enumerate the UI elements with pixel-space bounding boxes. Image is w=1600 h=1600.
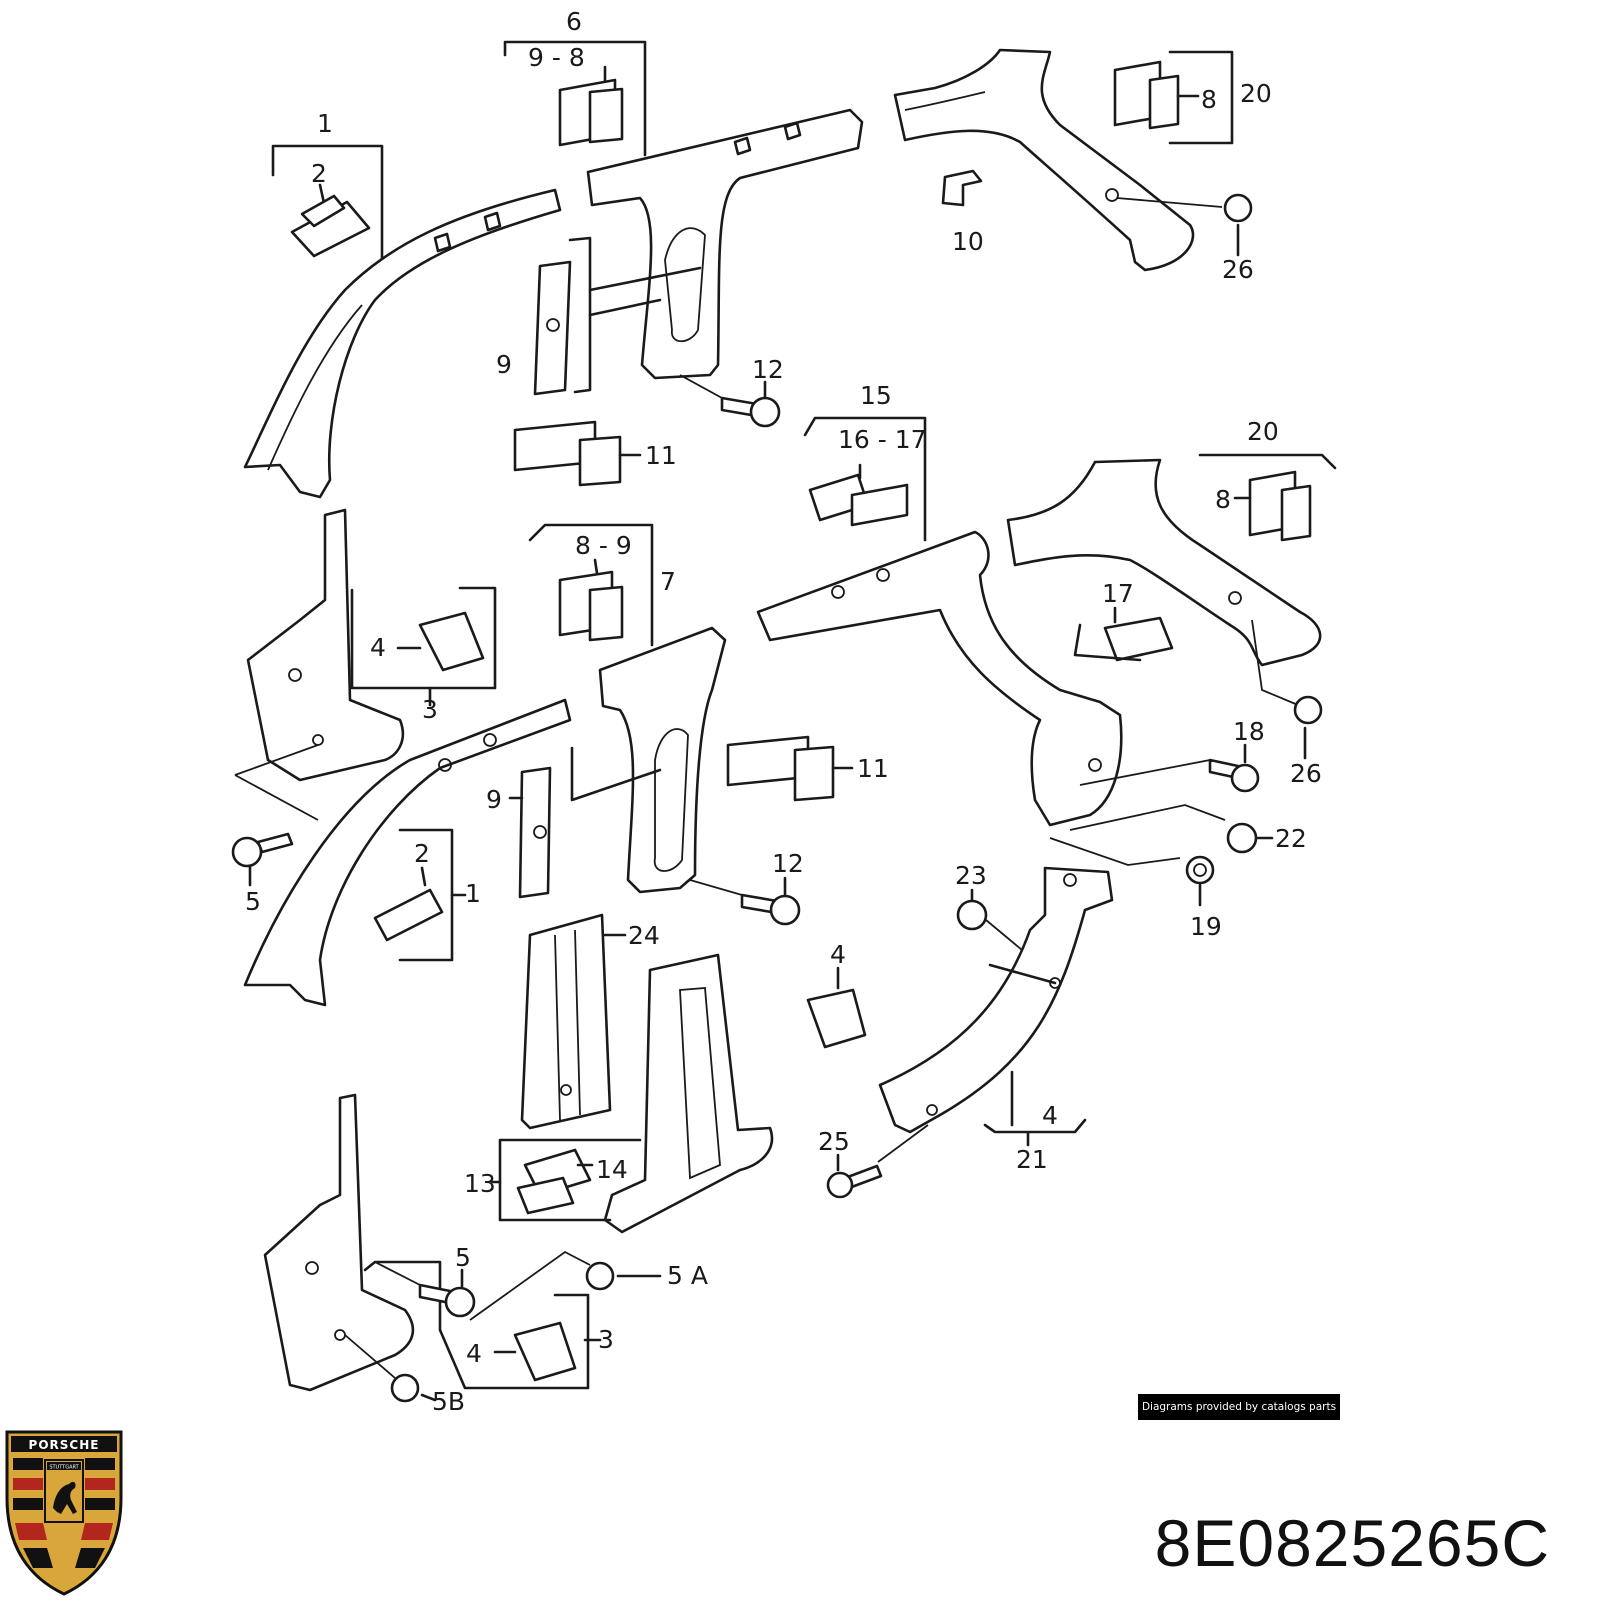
b-pillar-lower	[498, 953, 774, 1234]
callout-19: 19	[1190, 912, 1222, 941]
b-pillar-trim-mid	[570, 626, 727, 894]
callout-16-17: 16 - 17	[838, 425, 927, 454]
callout-14: 14	[596, 1155, 628, 1184]
callout-11-mid: 11	[857, 754, 889, 783]
callout-8-upper: 8	[1201, 85, 1217, 114]
callout-21: 21	[1016, 1145, 1048, 1174]
callout-6: 6	[566, 7, 582, 36]
callout-1-lower: 1	[465, 879, 481, 908]
callout-9-8: 9 - 8	[528, 43, 585, 72]
a-pillar-trim-upper	[243, 144, 562, 499]
callout-20-mid: 20	[1247, 417, 1279, 446]
callout-5A: 5 A	[667, 1261, 708, 1290]
lower-trim-bottom-left	[263, 1093, 590, 1392]
callout-4-mid: 4	[370, 633, 386, 662]
clip-11-upper	[513, 420, 642, 487]
callout-7: 7	[660, 567, 676, 596]
callout-26-upper: 26	[1222, 255, 1254, 284]
callout-12-upper: 12	[752, 355, 784, 384]
clip-11-mid	[726, 735, 854, 802]
callout-3-bottom: 3	[598, 1325, 614, 1354]
c-pillar-trim-right	[1006, 453, 1337, 667]
callout-2-upper: 2	[311, 159, 327, 188]
screw-12-mid	[689, 876, 801, 926]
strip-9-mid	[508, 766, 552, 899]
plug-5A	[469, 1250, 662, 1321]
plug-26-mid	[1251, 619, 1323, 760]
callout-23: 23	[955, 861, 987, 890]
callout-18: 18	[1233, 717, 1265, 746]
callout-1-upper: 1	[317, 109, 333, 138]
screw-25	[826, 1124, 929, 1199]
callout-26-mid: 26	[1290, 759, 1322, 788]
callout-20-upper: 20	[1240, 79, 1272, 108]
callout-10: 10	[952, 227, 984, 256]
callout-17: 17	[1102, 579, 1134, 608]
callout-15: 15	[860, 381, 892, 410]
clip-4-mid	[396, 611, 485, 707]
screw-12-upper	[679, 374, 781, 428]
callout-5-bottom: 5	[455, 1243, 471, 1272]
callout-4-sill: 4	[1042, 1101, 1058, 1130]
callout-4-lower-mid: 4	[830, 940, 846, 969]
sill-trim-21	[878, 866, 1114, 1147]
nut-19	[1049, 837, 1215, 907]
clip-8-upper-right	[1113, 50, 1234, 145]
callout-2-lower: 2	[414, 839, 430, 868]
clip-17-mid	[1073, 606, 1174, 662]
b-pillar-trim-upper	[503, 40, 864, 380]
clip-4-lower-mid	[806, 966, 867, 1049]
callout-22: 22	[1275, 824, 1307, 853]
screw-22	[1069, 804, 1274, 854]
screw-5-bottom	[374, 1261, 476, 1318]
callout-13: 13	[464, 1169, 496, 1198]
clip-4-bottom	[493, 1321, 602, 1382]
callout-12-mid: 12	[772, 849, 804, 878]
c-pillar-trim-mid	[756, 416, 1123, 827]
strip-9-upper	[533, 236, 702, 396]
part-number: 8E0825265C	[1154, 1506, 1550, 1580]
callout-9-upper: 9	[496, 350, 512, 379]
callout-5B: 5B	[432, 1387, 465, 1416]
callout-9-mid: 9	[486, 785, 502, 814]
clip-8-mid-right	[1233, 470, 1312, 542]
credit-banner: Diagrams provided by catalogs parts	[1138, 1394, 1340, 1420]
callout-11-upper: 11	[645, 441, 677, 470]
screw-5-mid	[231, 744, 319, 887]
callout-3-mid: 3	[422, 695, 438, 724]
callout-5-mid: 5	[245, 887, 261, 916]
clip-89-mid	[528, 523, 654, 647]
clip-2-upper	[290, 183, 371, 258]
clip-2-lower	[373, 866, 467, 942]
callout-4-bottom: 4	[466, 1339, 482, 1368]
callout-8-9: 8 - 9	[575, 531, 632, 560]
clips-13-14	[490, 1148, 594, 1215]
c-pillar-trim-upper	[893, 48, 1195, 272]
svg-text:PORSCHE: PORSCHE	[29, 1438, 100, 1452]
trim-24	[520, 913, 627, 1130]
svg-text:STUTTGART: STUTTGART	[49, 1465, 79, 1471]
callout-25: 25	[818, 1127, 850, 1156]
callout-8-mid: 8	[1215, 485, 1231, 514]
lower-a-pillar-trim-mid	[246, 508, 497, 782]
clip-10	[941, 169, 983, 207]
plug-5B	[344, 1334, 437, 1403]
plug-26-upper	[1116, 193, 1253, 257]
callout-24: 24	[628, 921, 660, 950]
screw-18	[1079, 743, 1260, 793]
porsche-crest-logo: PORSCHE STUTTGART	[5, 1430, 123, 1596]
